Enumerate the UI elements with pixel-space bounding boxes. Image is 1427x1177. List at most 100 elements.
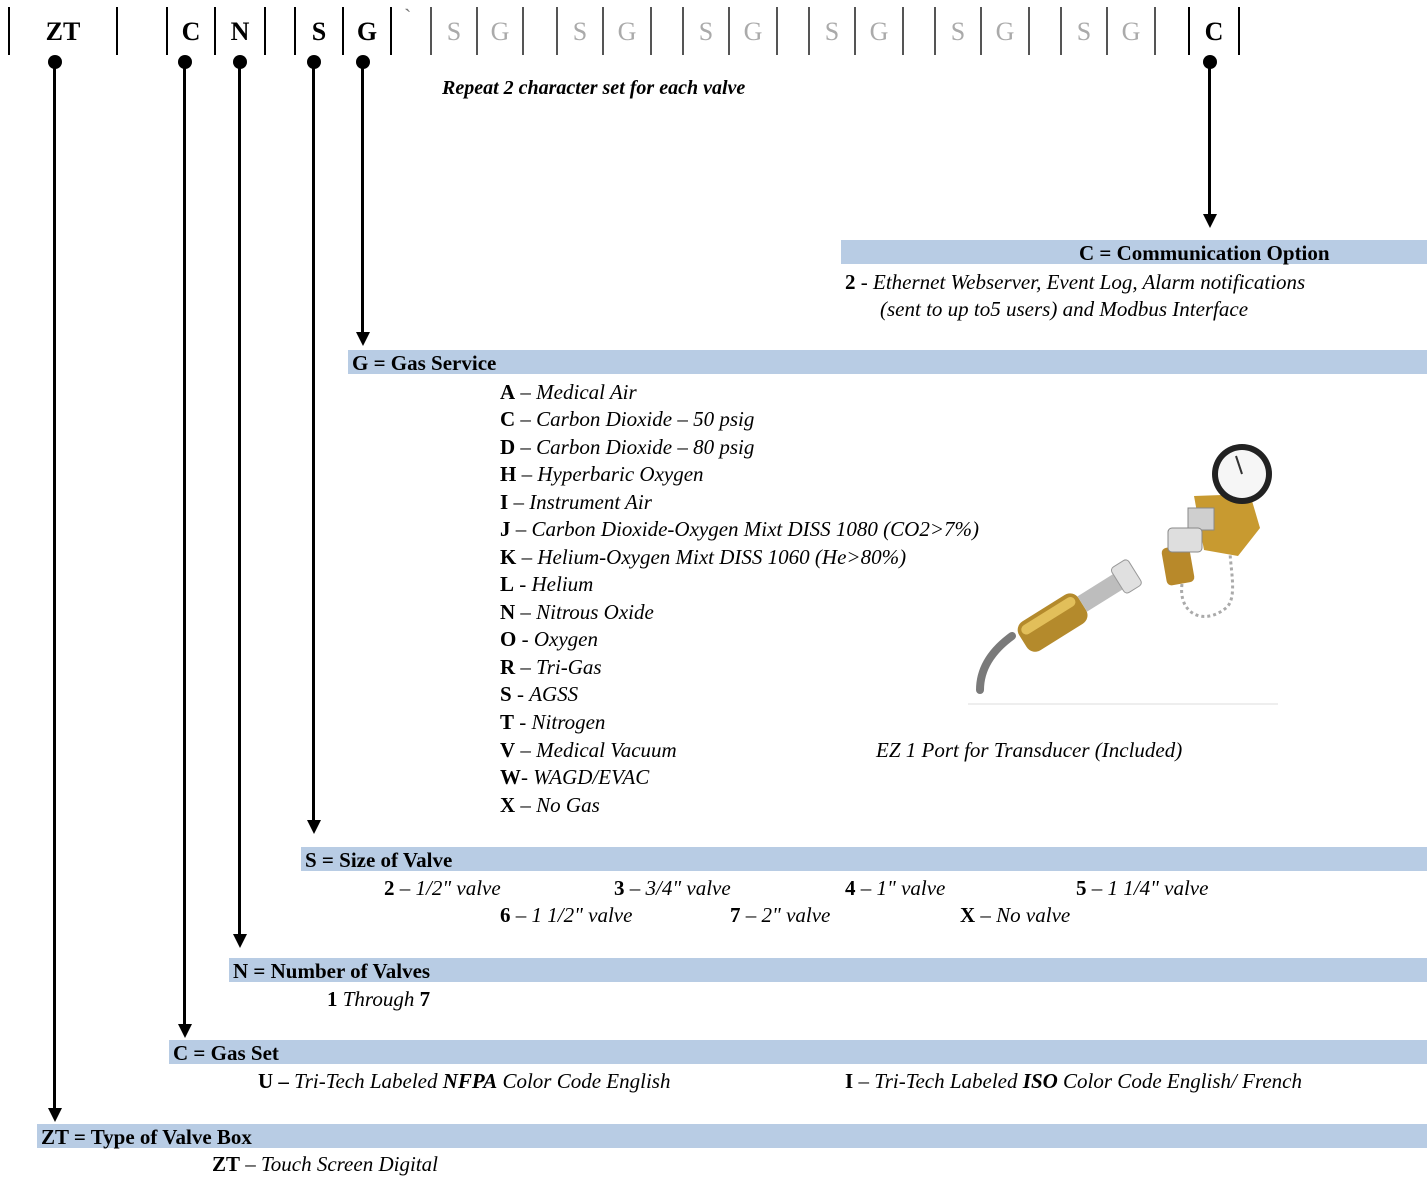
code-box-label: S xyxy=(446,17,462,46)
code-box-g-repeat: G xyxy=(476,7,524,55)
option-separator: – xyxy=(1086,876,1108,900)
option-separator: – xyxy=(516,462,538,486)
code-box-label: S xyxy=(572,17,588,46)
option-text: Carbon Dioxide – 50 psig xyxy=(536,407,755,431)
option-code: J xyxy=(500,517,511,541)
list-item: 7 – 2" valve xyxy=(730,903,830,927)
option-separator: – xyxy=(394,876,416,900)
list-item: 2 – 1/2" valve xyxy=(384,876,501,900)
option-code: X xyxy=(500,793,516,817)
section-header-gas-service: G = Gas Service xyxy=(348,350,1427,375)
list-item: 5 – 1 1/4" valve xyxy=(1076,876,1208,900)
section-header-valve-box: ZT = Type of Valve Box xyxy=(37,1124,1427,1149)
option-separator: – xyxy=(740,903,762,927)
list-item: O - Oxygen xyxy=(500,627,598,651)
list-item: D – Carbon Dioxide – 80 psig xyxy=(500,435,754,459)
option-code: 5 xyxy=(1076,876,1087,900)
option-standard: NFPA xyxy=(442,1069,498,1093)
section-header-label: S = Size of Valve xyxy=(305,848,453,872)
connector-line xyxy=(238,62,241,936)
option-code: 3 xyxy=(614,876,625,900)
option-separator: - xyxy=(516,627,534,651)
code-box-label: S xyxy=(1076,17,1092,46)
option-text: Touch Screen Digital xyxy=(261,1152,438,1176)
option-text: Nitrous Oxide xyxy=(536,600,654,624)
option-text: Helium xyxy=(531,572,594,596)
option-text: 1" valve xyxy=(876,876,946,900)
option-text: No valve xyxy=(996,903,1071,927)
option-text: Instrument Air xyxy=(529,490,652,514)
arrow-down-icon xyxy=(48,1108,62,1122)
option-separator: – xyxy=(515,600,537,624)
code-box-label: C xyxy=(181,17,201,46)
option-code: 7 xyxy=(730,903,741,927)
section-header-size-of-valve: S = Size of Valve xyxy=(301,847,1427,872)
list-item: A – Medical Air xyxy=(500,380,637,404)
connector-line xyxy=(361,62,364,334)
image-caption: EZ 1 Port for Transducer (Included) xyxy=(876,738,1183,762)
option-code: S xyxy=(500,682,512,706)
arrow-down-icon xyxy=(356,332,370,346)
option-text: 3/4" valve xyxy=(645,876,731,900)
tick-mark: ` xyxy=(404,4,412,29)
arrow-down-icon xyxy=(1203,214,1217,228)
option-code: ZT xyxy=(212,1152,241,1176)
option-text: AGSS xyxy=(529,682,579,706)
option-code: T xyxy=(500,710,515,734)
code-box-label: S xyxy=(698,17,714,46)
connector-line xyxy=(53,62,56,1112)
section-header-label: G = Gas Service xyxy=(352,351,497,375)
code-box-label: G xyxy=(743,17,763,46)
list-item: I – Instrument Air xyxy=(500,490,652,514)
option-standard: ISO xyxy=(1022,1069,1058,1093)
option-separator: – xyxy=(515,407,537,431)
option-separator: – xyxy=(515,655,537,679)
range-to: 7 xyxy=(419,987,431,1011)
list-item: R – Tri-Gas xyxy=(500,655,602,679)
option-text: No Gas xyxy=(536,793,600,817)
option-code: 2 xyxy=(384,876,395,900)
option-separator: - xyxy=(514,710,532,734)
connector-line xyxy=(1208,62,1211,216)
code-box-g-repeat: G xyxy=(854,7,904,55)
code-box-label: S xyxy=(950,17,966,46)
communication-line-2: (sent to up to5 users) and Modbus Interf… xyxy=(880,297,1248,321)
option-code: X xyxy=(960,903,976,927)
option-separator: - xyxy=(855,270,873,294)
communication-line-1: 2 - Ethernet Webserver, Event Log, Alarm… xyxy=(845,270,1305,294)
connector-line xyxy=(312,62,315,822)
code-box-s-repeat: S xyxy=(430,7,476,55)
option-text: Color Code English/ French xyxy=(1057,1069,1303,1093)
section-header-label: ZT = Type of Valve Box xyxy=(41,1125,252,1149)
arrow-down-icon xyxy=(307,820,321,834)
section-header-label: C = Gas Set xyxy=(173,1041,279,1065)
range-from: 1 xyxy=(327,987,338,1011)
option-code: O xyxy=(500,627,517,651)
option-separator: – xyxy=(510,517,532,541)
section-header-communication: C = Communication Option xyxy=(841,240,1427,265)
code-box-g-repeat: G xyxy=(980,7,1030,55)
option-separator: – xyxy=(508,490,530,514)
option-text: – Tri-Tech Labeled xyxy=(853,1069,1023,1093)
option-text: 1/2" valve xyxy=(415,876,501,900)
code-box-s-repeat: S xyxy=(808,7,854,55)
range-through: Through xyxy=(337,987,420,1011)
option-code: 6 xyxy=(500,903,511,927)
option-separator: – xyxy=(515,738,537,762)
code-box-label: G xyxy=(995,17,1015,46)
option-separator: – xyxy=(624,876,646,900)
list-item: V – Medical Vacuum xyxy=(500,738,677,762)
option-code: K xyxy=(500,545,517,569)
code-box-label: N xyxy=(230,17,250,46)
option-code: A xyxy=(500,380,516,404)
list-item: N – Nitrous Oxide xyxy=(500,600,654,624)
list-item: X – No valve xyxy=(960,903,1070,927)
option-separator: - xyxy=(511,682,530,706)
option-separator: – xyxy=(975,903,997,927)
code-box-comm: C xyxy=(1188,7,1240,55)
number-of-valves-range: 1 Through 7 xyxy=(327,987,430,1011)
section-header-number-of-valves: N = Number of Valves xyxy=(229,958,1427,983)
option-text: Nitrogen xyxy=(531,710,606,734)
option-separator: – xyxy=(516,545,538,569)
option-code: H xyxy=(500,462,517,486)
